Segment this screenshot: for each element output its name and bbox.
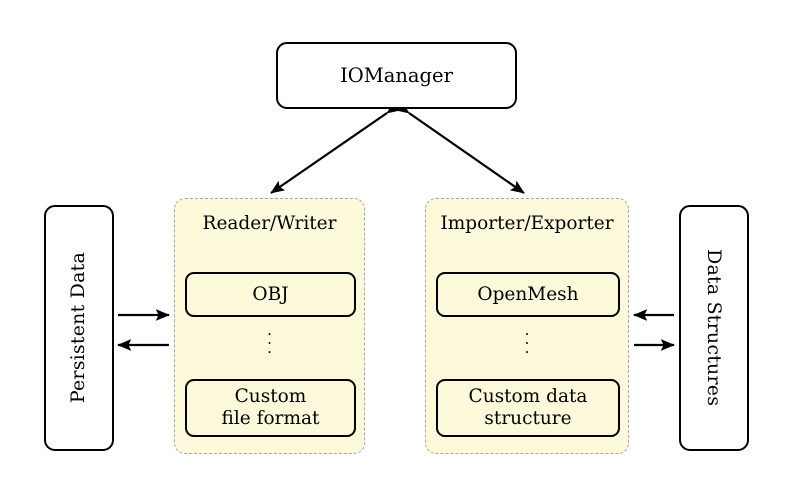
ellipsis-reader-writer: · · · xyxy=(267,325,272,361)
node-custom-file-format[interactable]: Custom file format xyxy=(185,379,356,437)
ellipsis-importer-exporter: · · · xyxy=(524,325,530,361)
node-custom-data-structure-line2: structure xyxy=(484,408,572,429)
node-obj-label: OBJ xyxy=(252,283,289,305)
group-importer-exporter-title: Importer/Exporter xyxy=(440,213,614,234)
node-iomanager[interactable]: IOManager xyxy=(276,42,517,109)
node-custom-file-format-line2: file format xyxy=(221,408,320,429)
node-custom-file-format-line1: Custom xyxy=(234,386,307,408)
node-custom-data-structure-line1: Custom data xyxy=(468,386,588,408)
node-data-structures-label: Data Structures xyxy=(703,249,726,407)
node-obj[interactable]: OBJ xyxy=(185,272,356,317)
arrow-iomanager-importerexporter xyxy=(394,100,525,194)
group-reader-writer-title: Reader/Writer xyxy=(202,213,337,234)
node-persistent-data-label: Persistent Data xyxy=(67,252,90,404)
group-importer-exporter: Importer/Exporter OpenMesh · · · Custom … xyxy=(425,198,629,454)
node-data-structures[interactable]: Data Structures xyxy=(679,205,749,451)
node-iomanager-label: IOManager xyxy=(340,63,453,87)
node-custom-data-structure-label: Custom data structure xyxy=(469,386,588,430)
arrow-iomanager-readerwriter xyxy=(270,100,402,194)
group-reader-writer: Reader/Writer OBJ · · · Custom file form… xyxy=(174,198,365,454)
node-openmesh[interactable]: OpenMesh xyxy=(436,272,620,317)
node-custom-file-format-label: Custom file format xyxy=(222,386,320,430)
node-persistent-data[interactable]: Persistent Data xyxy=(44,205,114,451)
node-custom-data-structure[interactable]: Custom data structure xyxy=(436,379,620,437)
node-openmesh-label: OpenMesh xyxy=(477,283,579,305)
